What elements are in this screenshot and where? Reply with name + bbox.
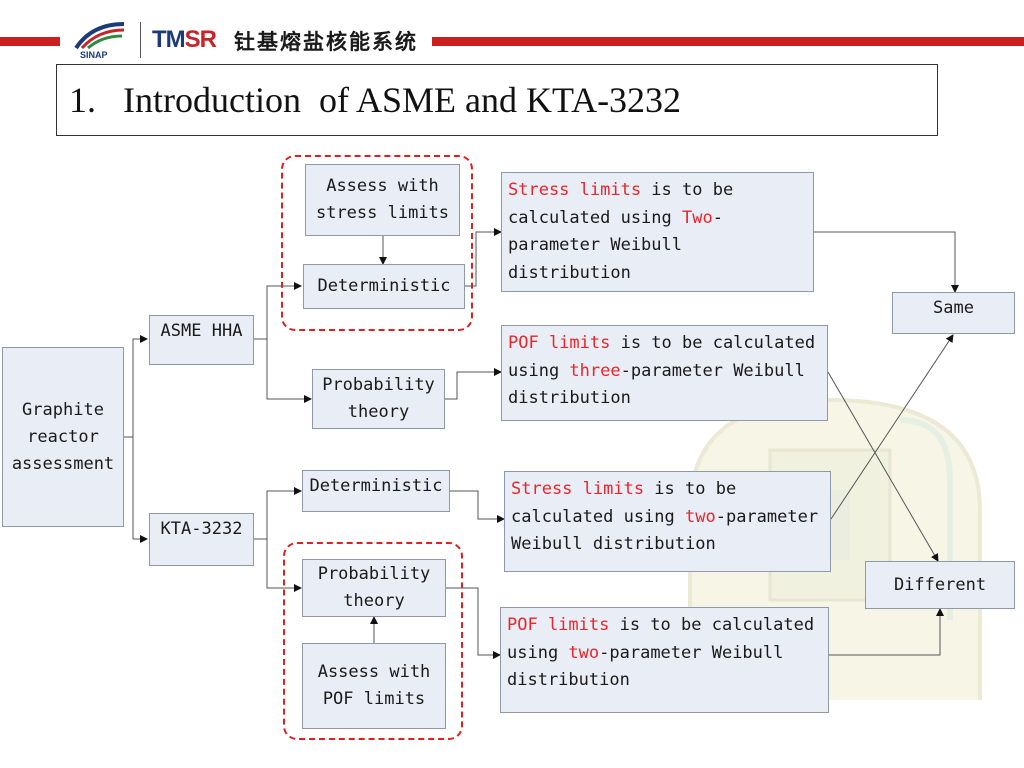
different-node: Different [865,561,1015,609]
header-bar-right [432,37,1024,46]
header-separator [140,22,141,58]
probability-theory-node-asme: Probability theory [312,369,445,429]
assess-stress-limits-node: Assess with stress limits [305,164,460,236]
result-box-asme-pof: POF limits is to be calculated using thr… [501,325,828,421]
deterministic-node-asme: Deterministic [303,264,465,309]
result-box-asme-stress: Stress limits is to be calculated using … [501,172,814,292]
dashed-highlight-kta [283,542,463,740]
kta-3232-node: KTA-3232 [149,513,254,566]
header-bar-left [0,37,60,46]
deterministic-node-kta: Deterministic [302,470,450,512]
chinese-title: 钍基熔盐核能系统 [234,29,418,54]
result-box-kta-pof: POF limits is to be calculated using two… [500,607,829,713]
probability-theory-node-kta: Probability theory [302,559,446,617]
sinap-logo [72,20,128,52]
same-node: Same [892,292,1015,334]
dashed-highlight-asme [281,155,473,331]
asme-hha-node: ASME HHA [149,315,254,365]
graphite-reactor-assessment-node: Graphite reactor assessment [2,347,124,527]
result-box-kta-stress: Stress limits is to be calculated using … [504,471,831,572]
sinap-logo-text: SINAP [80,50,108,60]
slide-title: 1. Introduction of ASME and KTA-3232 [56,64,938,136]
tmsr-logo: TMSR [152,26,217,53]
assess-pof-limits-node: Assess with POF limits [302,643,446,729]
